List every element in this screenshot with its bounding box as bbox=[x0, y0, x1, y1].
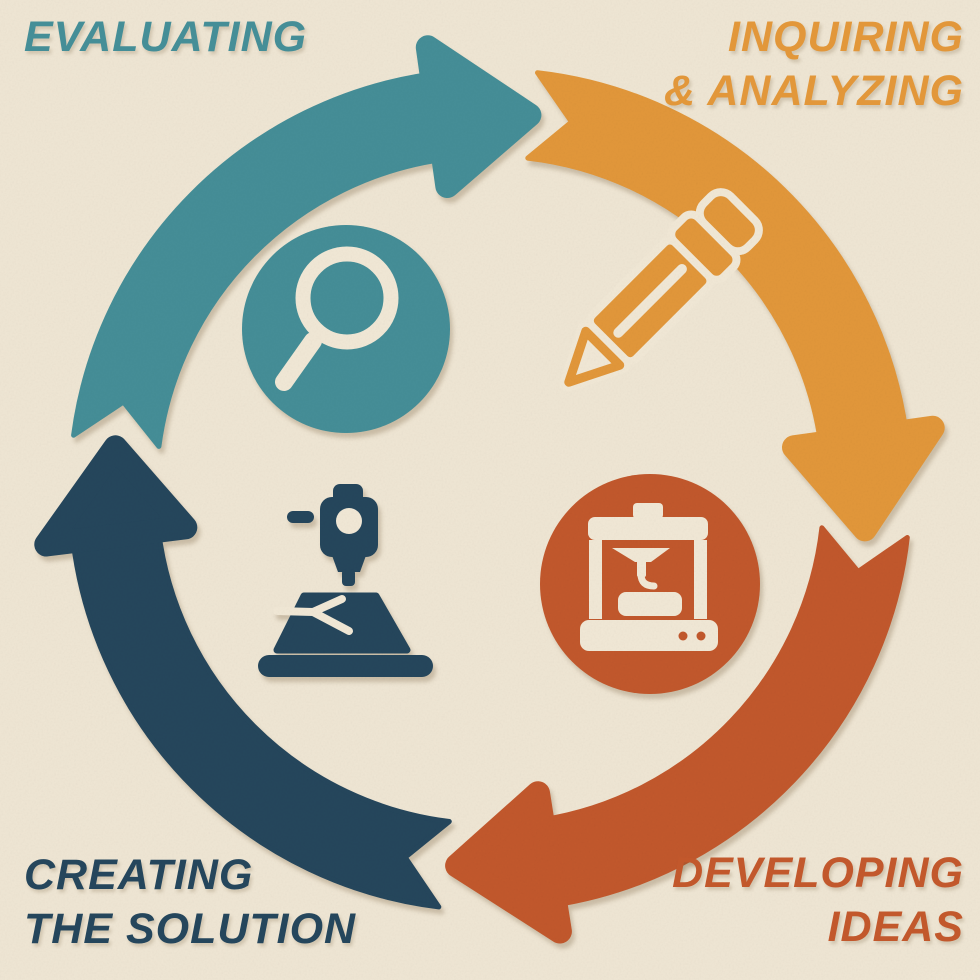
creating-arrowhead bbox=[34, 435, 198, 557]
extruder-hole bbox=[336, 508, 362, 534]
printer-right-column bbox=[694, 540, 707, 619]
label-developing-ideas: DEVELOPING IDEAS bbox=[672, 846, 964, 954]
printer-extruder-icon bbox=[258, 484, 433, 677]
label-creating-line1: CREATING bbox=[24, 851, 254, 899]
printer-3d-icon bbox=[540, 474, 760, 694]
label-developing-line1: DEVELOPING bbox=[672, 849, 964, 897]
label-inquiring-analyzing: INQUIRING & ANALYZING bbox=[664, 10, 964, 118]
extruder-side-dash bbox=[287, 511, 314, 523]
extruder-nozzle bbox=[342, 569, 355, 586]
label-evaluating: EVALUATING bbox=[24, 10, 307, 64]
printer-bed bbox=[618, 592, 682, 616]
label-evaluating-line1: EVALUATING bbox=[24, 13, 308, 61]
inquiring-arrow bbox=[525, 70, 945, 542]
extruder-taper bbox=[330, 550, 368, 572]
inquiring-arrowhead bbox=[782, 415, 945, 542]
creating-arrow bbox=[34, 435, 452, 910]
printer-top-bar bbox=[588, 517, 708, 540]
label-creating-solution: CREATING THE SOLUTION bbox=[24, 848, 356, 956]
label-inquiring-line2: & ANALYZING bbox=[663, 67, 964, 115]
magnifying-glass-icon bbox=[242, 225, 450, 433]
label-creating-line2: THE SOLUTION bbox=[24, 905, 357, 953]
pencil-icon bbox=[559, 188, 763, 392]
label-developing-line2: IDEAS bbox=[827, 903, 964, 951]
printer-base-led-1 bbox=[678, 631, 688, 641]
printer-left-column bbox=[589, 540, 602, 619]
label-inquiring-line1: INQUIRING bbox=[728, 13, 964, 61]
printer-base-led-2 bbox=[696, 631, 706, 641]
print-platform bbox=[258, 655, 433, 677]
printer-top-knob bbox=[633, 503, 663, 519]
evaluating-arrowhead bbox=[415, 35, 542, 198]
developing-arrowhead bbox=[445, 781, 572, 944]
